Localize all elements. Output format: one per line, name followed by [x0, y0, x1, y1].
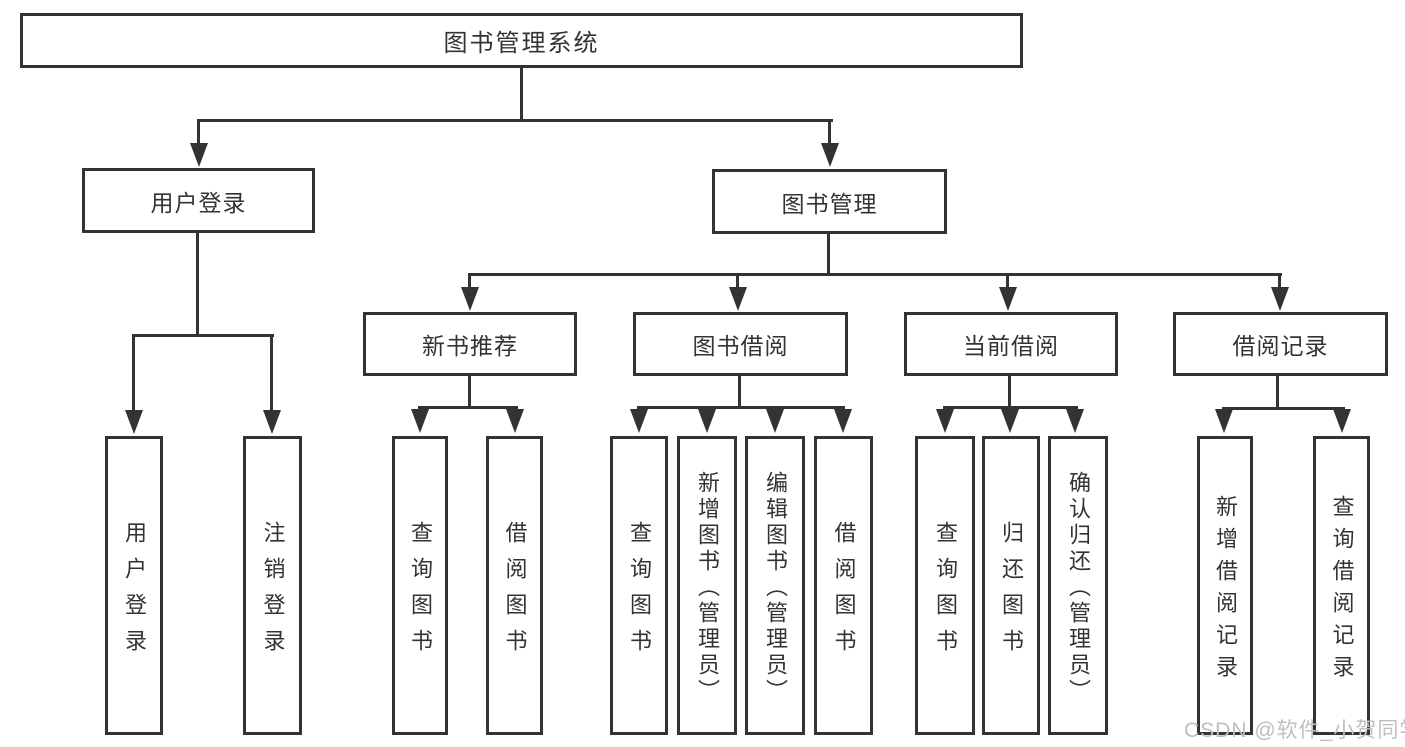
node-borrow-record: 借阅记录 [1173, 312, 1388, 376]
leaf-return-book: 归还图书 [982, 436, 1040, 735]
arrow-down-icon [999, 287, 1017, 311]
connector-book-management-branch [468, 273, 1282, 276]
leaf-borrow-book-1-label: 借阅图书 [502, 520, 528, 665]
leaf-logout-label: 注销登录 [260, 520, 286, 665]
connector-borrow-record-branch [1222, 407, 1345, 410]
connector-root-branch [197, 119, 833, 122]
connector-book-management-stub [827, 233, 830, 276]
leaf-user-login-label: 用户登录 [122, 520, 147, 665]
leaf-add-book-admin: 新增图书（管理员） [677, 436, 737, 735]
arrow-down-icon [698, 409, 716, 433]
node-current-borrow: 当前借阅 [904, 312, 1118, 376]
arrow-down-icon [1271, 287, 1289, 311]
leaf-query-book-3: 查询图书 [915, 436, 975, 735]
arrow-down-icon [1333, 409, 1351, 433]
node-book-borrow-label: 图书借阅 [692, 333, 789, 359]
connector-new-book-branch [418, 406, 518, 409]
arrow-down-icon [263, 410, 281, 434]
leaf-confirm-return-admin: 确认归还（管理员） [1048, 436, 1108, 735]
connector-stem [736, 273, 739, 289]
leaf-borrow-book-2-label: 借阅图书 [831, 520, 857, 665]
connector-stem-book-management [828, 119, 831, 146]
arrow-down-icon [411, 409, 429, 433]
leaf-query-borrow-record: 查询借阅记录 [1313, 436, 1370, 735]
connector-stem [468, 273, 471, 289]
connector-stem [1006, 273, 1009, 289]
arrow-down-icon [630, 409, 648, 433]
leaf-query-book-3-label: 查询图书 [933, 520, 958, 665]
node-user-login-label: 用户登录 [150, 189, 247, 216]
node-new-book-recommend-label: 新书推荐 [422, 333, 518, 359]
connector-borrow-record-stub [1276, 375, 1279, 410]
connector-stem-user-login [197, 119, 200, 146]
node-book-management: 图书管理 [712, 169, 947, 234]
arrow-down-icon [1066, 409, 1084, 433]
leaf-add-borrow-record: 新增借阅记录 [1197, 436, 1253, 735]
node-book-borrow: 图书借阅 [633, 312, 848, 376]
connector-user-login-branch [132, 334, 274, 337]
leaf-add-borrow-record-label: 新增借阅记录 [1213, 494, 1238, 687]
connector-book-borrow-stub [738, 375, 741, 408]
arrow-down-icon [821, 143, 839, 167]
leaf-borrow-book-2: 借阅图书 [814, 436, 873, 735]
connector-stem [1278, 273, 1281, 289]
leaf-add-book-admin-label: 新增图书（管理员） [695, 470, 720, 705]
arrow-down-icon [936, 409, 954, 433]
arrow-down-icon [125, 410, 143, 434]
arrow-down-icon [506, 409, 524, 433]
leaf-query-book-2-label: 查询图书 [627, 520, 652, 665]
node-book-management-label: 图书管理 [781, 190, 878, 217]
leaf-query-book-1-label: 查询图书 [408, 520, 433, 665]
leaf-confirm-return-admin-label: 确认归还（管理员） [1066, 470, 1091, 705]
connector-current-borrow-branch [943, 406, 1078, 409]
leaf-edit-book-admin-label: 编辑图书（管理员） [763, 470, 788, 705]
node-root: 图书管理系统 [20, 13, 1023, 68]
node-new-book-recommend: 新书推荐 [363, 312, 577, 376]
node-root-label: 图书管理系统 [443, 30, 600, 57]
arrow-down-icon [729, 287, 747, 311]
connector-root-stub [520, 67, 523, 121]
arrow-down-icon [461, 287, 479, 311]
arrow-down-icon [190, 143, 208, 167]
leaf-query-book-1: 查询图书 [392, 436, 448, 735]
node-user-login: 用户登录 [82, 168, 315, 233]
connector-new-book-stub [468, 375, 471, 408]
csdn-watermark: CSDN @软件_小贺同学 [1184, 719, 1405, 742]
leaf-edit-book-admin: 编辑图书（管理员） [745, 436, 805, 735]
connector-stem [132, 334, 135, 411]
arrow-down-icon [1001, 409, 1019, 433]
arrow-down-icon [834, 409, 852, 433]
leaf-logout: 注销登录 [243, 436, 302, 735]
node-borrow-record-label: 借阅记录 [1232, 333, 1329, 359]
arrow-down-icon [766, 409, 784, 433]
node-current-borrow-label: 当前借阅 [963, 333, 1059, 359]
connector-book-borrow-branch [637, 406, 845, 409]
arrow-down-icon [1215, 409, 1233, 433]
leaf-user-login: 用户登录 [105, 436, 163, 735]
leaf-return-book-label: 归还图书 [999, 520, 1024, 665]
leaf-query-book-2: 查询图书 [610, 436, 668, 735]
leaf-query-borrow-record-label: 查询借阅记录 [1329, 494, 1355, 687]
connector-stem [270, 334, 273, 411]
leaf-borrow-book-1: 借阅图书 [486, 436, 543, 735]
connector-user-login-stub [196, 232, 199, 337]
connector-current-borrow-stub [1008, 375, 1011, 408]
